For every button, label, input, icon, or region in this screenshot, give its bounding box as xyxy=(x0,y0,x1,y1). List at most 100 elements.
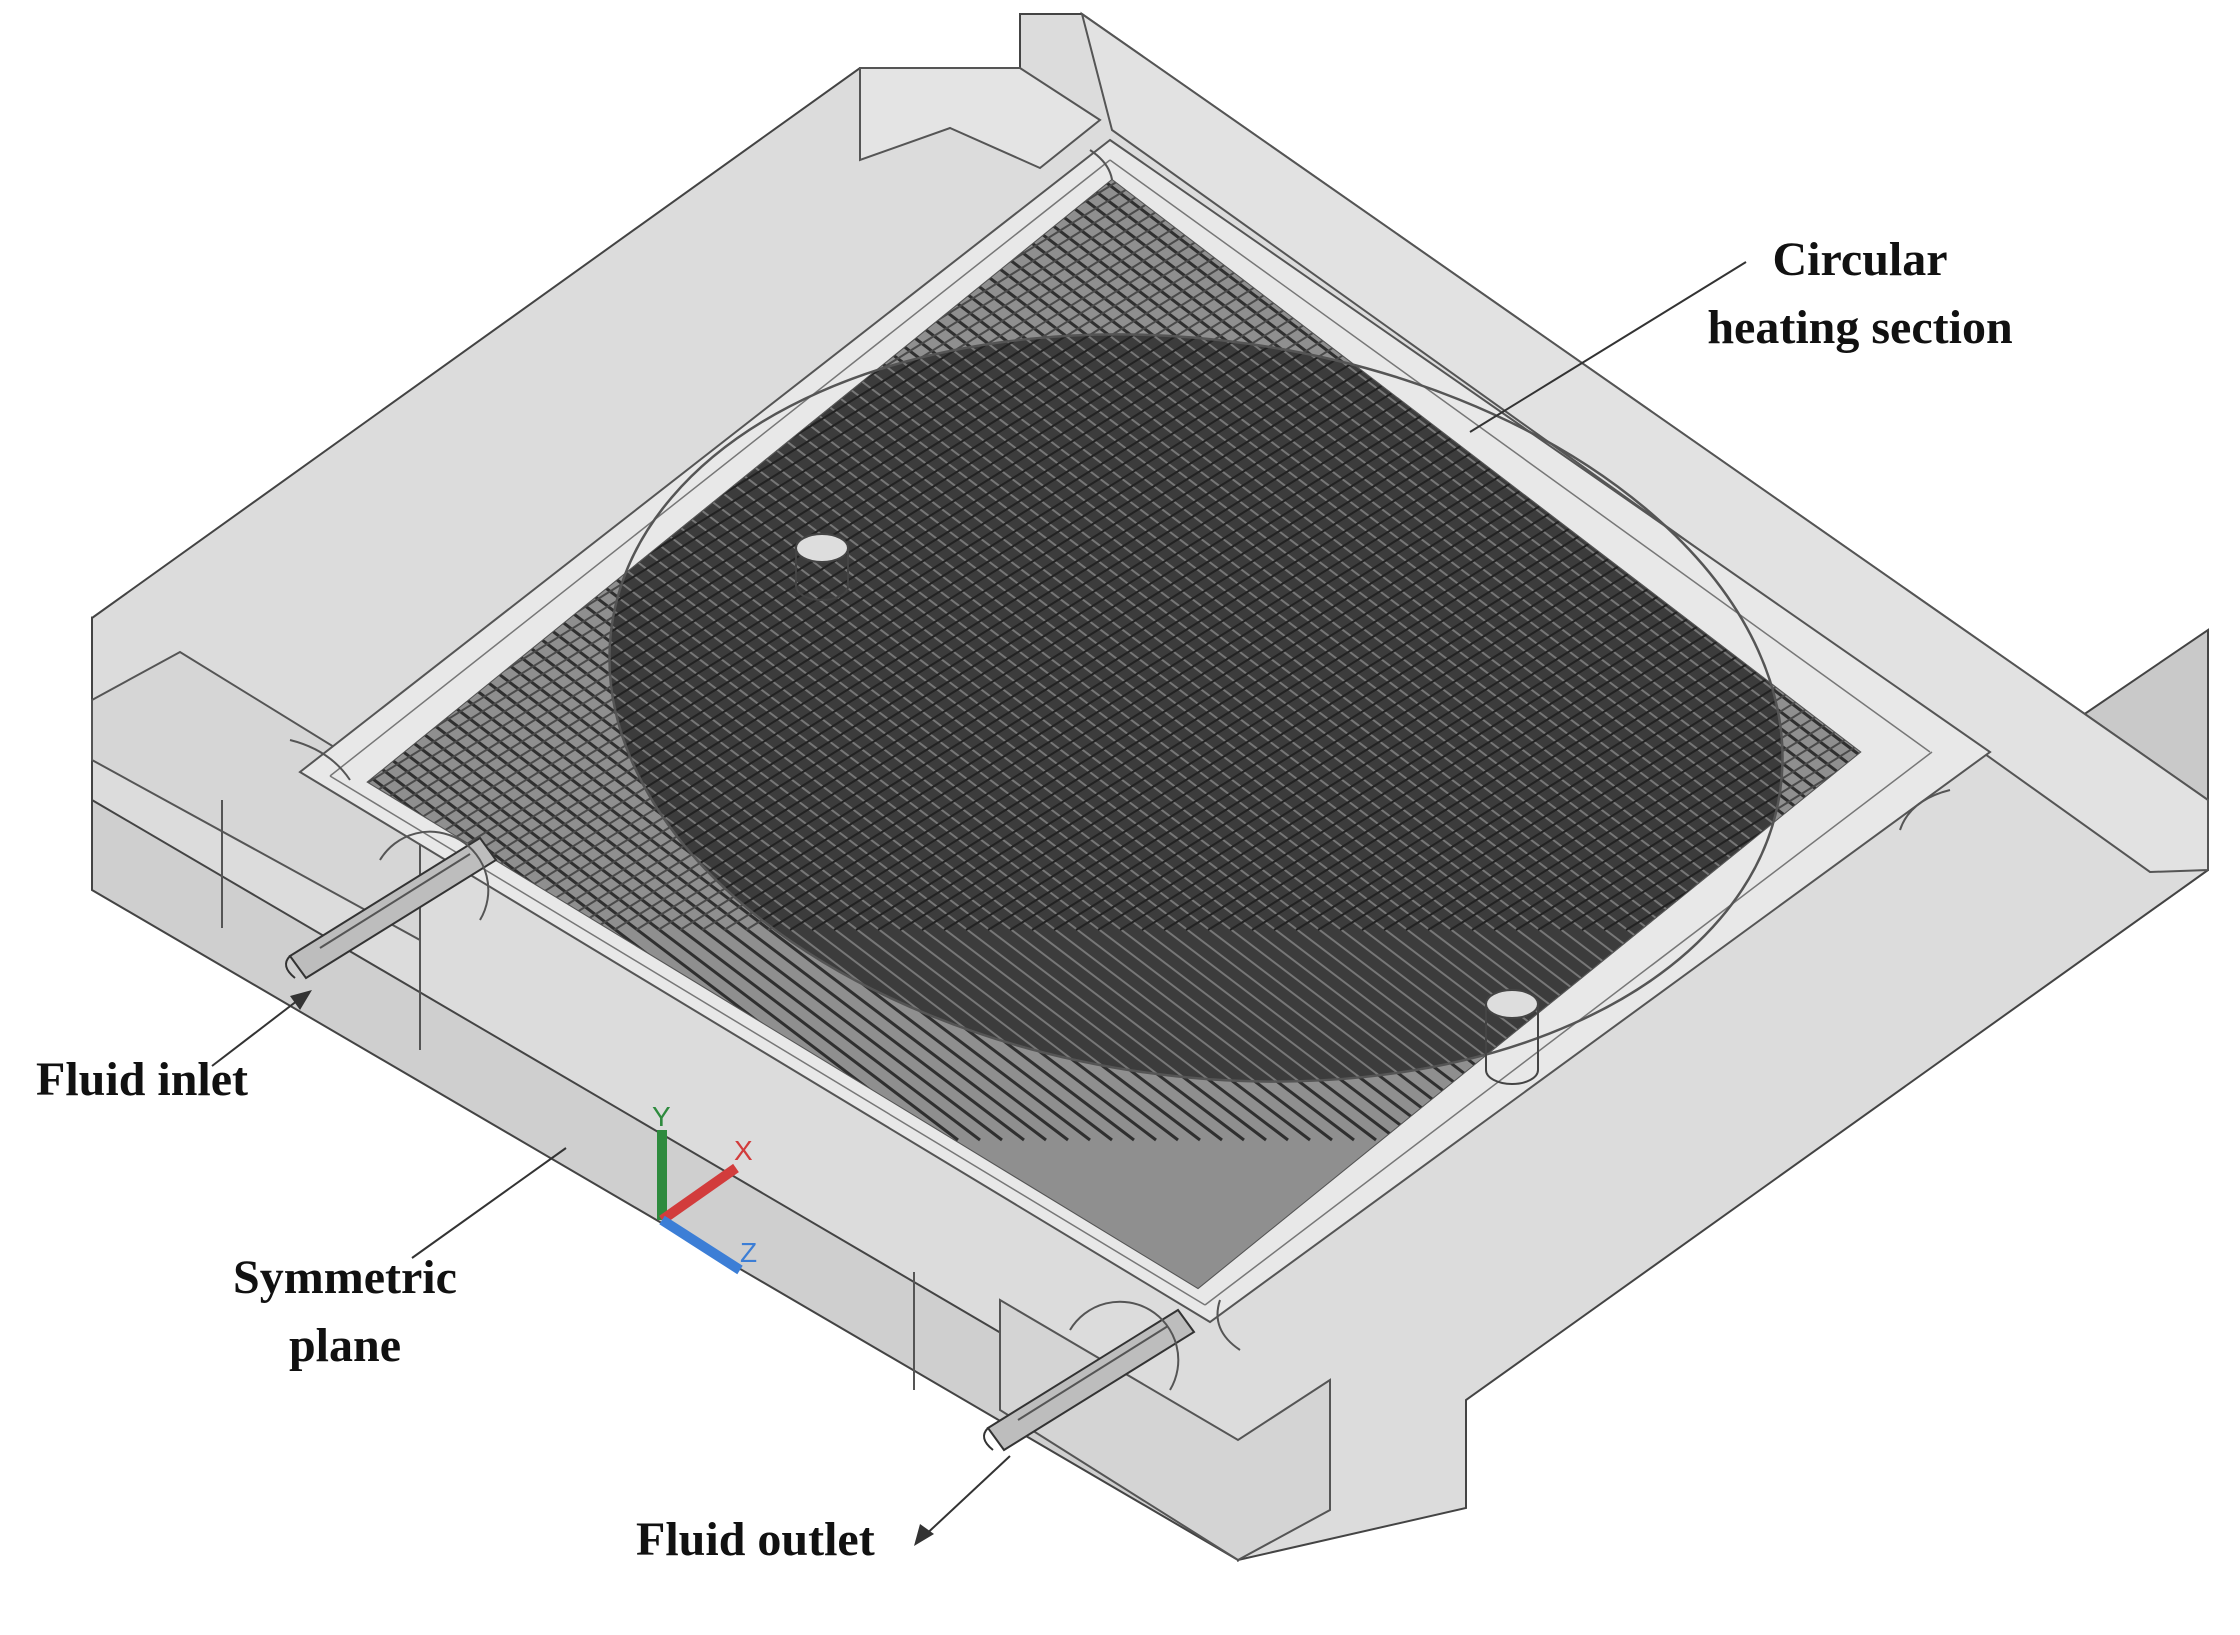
fin-line xyxy=(1295,261,1832,931)
fin-line xyxy=(560,261,1289,1141)
fin-line xyxy=(2142,0,2240,1140)
coordinate-axes: Y X Z xyxy=(652,1101,757,1275)
y-axis-label: Y xyxy=(652,1101,671,1132)
fin-line xyxy=(560,261,1653,931)
fin-line xyxy=(1339,261,1832,931)
fin-line xyxy=(560,261,1832,931)
fin-line xyxy=(560,261,1157,1141)
fin-line xyxy=(0,0,166,1140)
fin-line xyxy=(560,261,1832,931)
fin-line xyxy=(560,261,1832,931)
fin-line xyxy=(679,261,1832,931)
heating-leader-line xyxy=(1469,261,1747,433)
fin-line xyxy=(560,261,1832,931)
fin-line xyxy=(843,261,1832,1141)
fin-line xyxy=(560,261,1465,1141)
fin-line xyxy=(560,261,1832,1141)
left-inlet-block xyxy=(91,650,421,942)
fin-line xyxy=(723,261,1832,931)
fin-line xyxy=(1207,261,1832,931)
fin-line xyxy=(0,0,166,1140)
fin-line xyxy=(560,261,1267,1141)
fin-line xyxy=(560,261,1311,1141)
fin-line xyxy=(560,261,1685,1141)
fin-line xyxy=(865,261,1832,1141)
fin-line xyxy=(689,261,1832,1141)
fin-line xyxy=(560,261,1631,931)
fin-line xyxy=(560,261,1587,931)
fin-line xyxy=(560,261,1245,1141)
fin-line xyxy=(0,0,100,1140)
label-fluid-inlet: Fluid inlet xyxy=(36,1053,249,1106)
label-symmetric-line2: plane xyxy=(288,1319,402,1372)
fin-line xyxy=(560,261,1663,1141)
fin-line xyxy=(560,261,1785,931)
fin-line xyxy=(560,261,1751,1141)
fin-line xyxy=(0,0,122,1140)
fin-line xyxy=(1185,261,1832,931)
outlet-leader-line xyxy=(919,1455,1011,1541)
z-axis-line xyxy=(659,1215,743,1275)
fin-line xyxy=(2186,0,2240,1140)
x-axis-label: X xyxy=(734,1135,753,1166)
fin-line xyxy=(560,261,1719,931)
fin-line xyxy=(560,261,1832,931)
fin-line xyxy=(560,261,1543,931)
right-corner-block xyxy=(1080,11,2209,874)
fin-line xyxy=(560,261,1675,931)
fin-line xyxy=(560,261,1597,1141)
fin-line xyxy=(2098,0,2240,1140)
z-axis-label: Z xyxy=(740,1237,757,1268)
label-circular-line2: heating section xyxy=(1707,301,2013,354)
fin-line xyxy=(368,180,1047,1142)
fin-line xyxy=(2054,0,2240,1140)
fin-line xyxy=(368,180,937,1142)
fin-line xyxy=(635,261,1832,931)
fin-line xyxy=(560,261,1399,1141)
fin-line xyxy=(1427,261,1832,931)
label-symmetric-plane: Symmetric plane xyxy=(180,1244,510,1380)
fin-line xyxy=(1559,180,1860,931)
fin-line xyxy=(1229,261,1832,931)
fin-line xyxy=(2142,0,2240,1140)
fin-line xyxy=(560,261,1609,931)
fin-line xyxy=(560,261,1707,1141)
fin-line xyxy=(560,261,1763,931)
fin-line xyxy=(560,261,1832,1141)
circular-heating-section xyxy=(608,333,1784,1083)
fin-line xyxy=(560,261,1553,1141)
inlet-leader-line xyxy=(211,993,307,1067)
fin-line xyxy=(1317,261,1832,931)
fin-line xyxy=(560,261,1807,931)
fin-line xyxy=(799,261,1832,1141)
fin-line xyxy=(1273,261,1832,931)
fin-line xyxy=(560,261,1575,1141)
fin-line xyxy=(1493,261,1832,931)
fin-line xyxy=(368,180,981,1142)
label-circular-heating-section: Circular heating section xyxy=(1650,226,2070,362)
fin-line xyxy=(560,261,1817,1141)
fin-line xyxy=(560,261,1509,1141)
fin-line xyxy=(2076,0,2240,1140)
fin-line xyxy=(2120,0,2240,1140)
fin-line xyxy=(667,261,1832,1141)
fin-line xyxy=(560,261,1135,1141)
fin-line xyxy=(0,0,100,1140)
fin-line xyxy=(560,261,1832,931)
fin-line xyxy=(560,261,1729,1141)
inlet-tube xyxy=(285,830,498,980)
fin-line xyxy=(2098,0,2240,1140)
pillar-bottom-right xyxy=(1485,989,1539,1085)
fin-line xyxy=(560,261,1069,1141)
fin-line xyxy=(623,261,1832,1141)
fin-line xyxy=(657,261,1832,931)
fin-line xyxy=(1383,261,1832,931)
fin-line xyxy=(1163,261,1832,931)
fin-line xyxy=(0,0,144,1140)
fin-line xyxy=(368,180,1025,1142)
fin-line xyxy=(2220,0,2240,930)
fin-line xyxy=(1405,261,1832,931)
outlet-tube xyxy=(983,1300,1196,1452)
label-symmetric-line1: Symmetric xyxy=(233,1251,457,1304)
